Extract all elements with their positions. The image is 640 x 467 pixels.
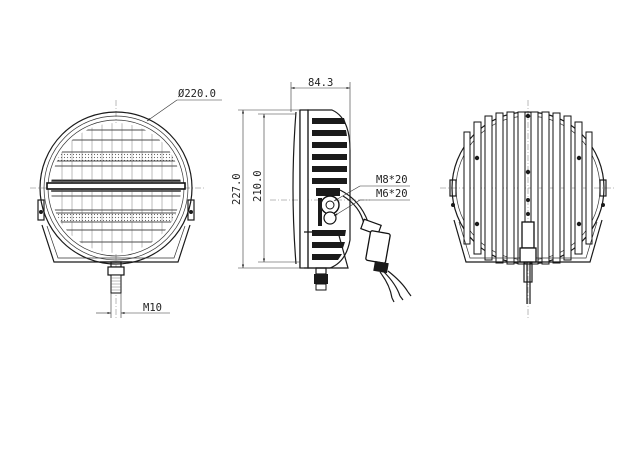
dim-height-body-label: 210.0 (252, 170, 264, 202)
dim-m10-label: M10 (143, 302, 162, 314)
side-view: 84.3 227.0 210.0 M8*20 M6*20 (231, 77, 412, 303)
rear-view (440, 100, 616, 320)
dim-m8-label: M8*20 (376, 174, 408, 186)
dim-height-total-label: 227.0 (231, 173, 243, 205)
front-view: M10 Ø220.0 (30, 88, 222, 320)
dim-depth-label: 84.3 (308, 77, 333, 89)
dim-m6-label: M6*20 (376, 188, 408, 200)
dim-diameter-label: Ø220.0 (178, 88, 216, 100)
